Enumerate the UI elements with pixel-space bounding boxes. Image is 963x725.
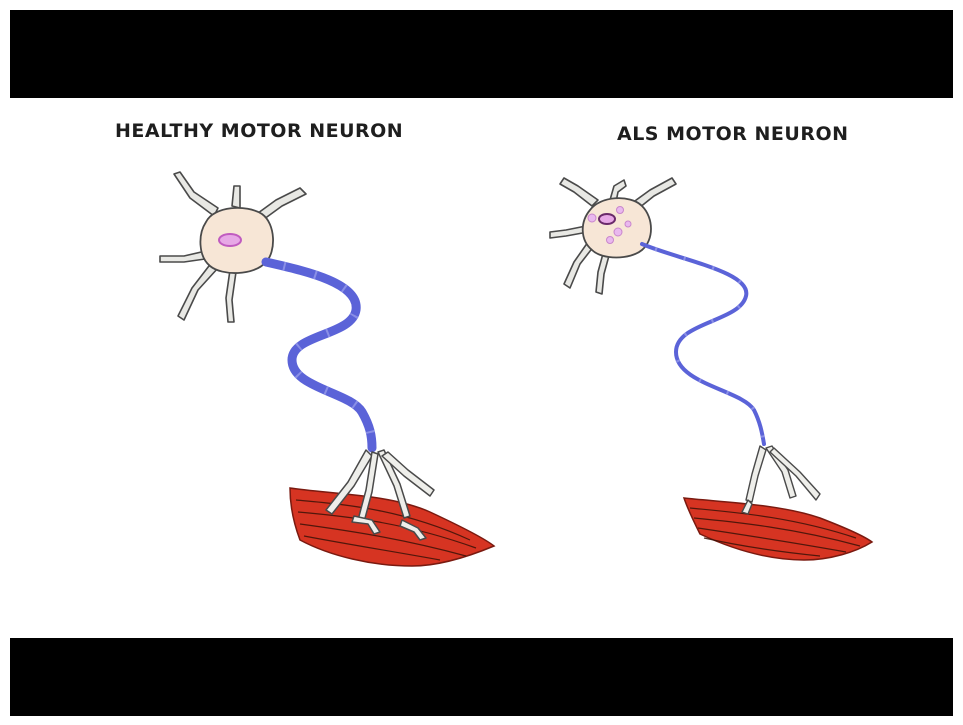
- als-axon-terminals: [742, 446, 820, 514]
- als-neuron-icon: [550, 178, 764, 444]
- als-axon: [642, 244, 764, 444]
- als-muscle-fiber-icon: [684, 498, 872, 560]
- healthy-nucleus: [219, 234, 241, 246]
- muscle-fiber-icon: [290, 488, 494, 566]
- healthy-axon: [266, 262, 372, 448]
- als-nucleus: [599, 214, 615, 224]
- healthy-neuron-icon: [160, 172, 372, 448]
